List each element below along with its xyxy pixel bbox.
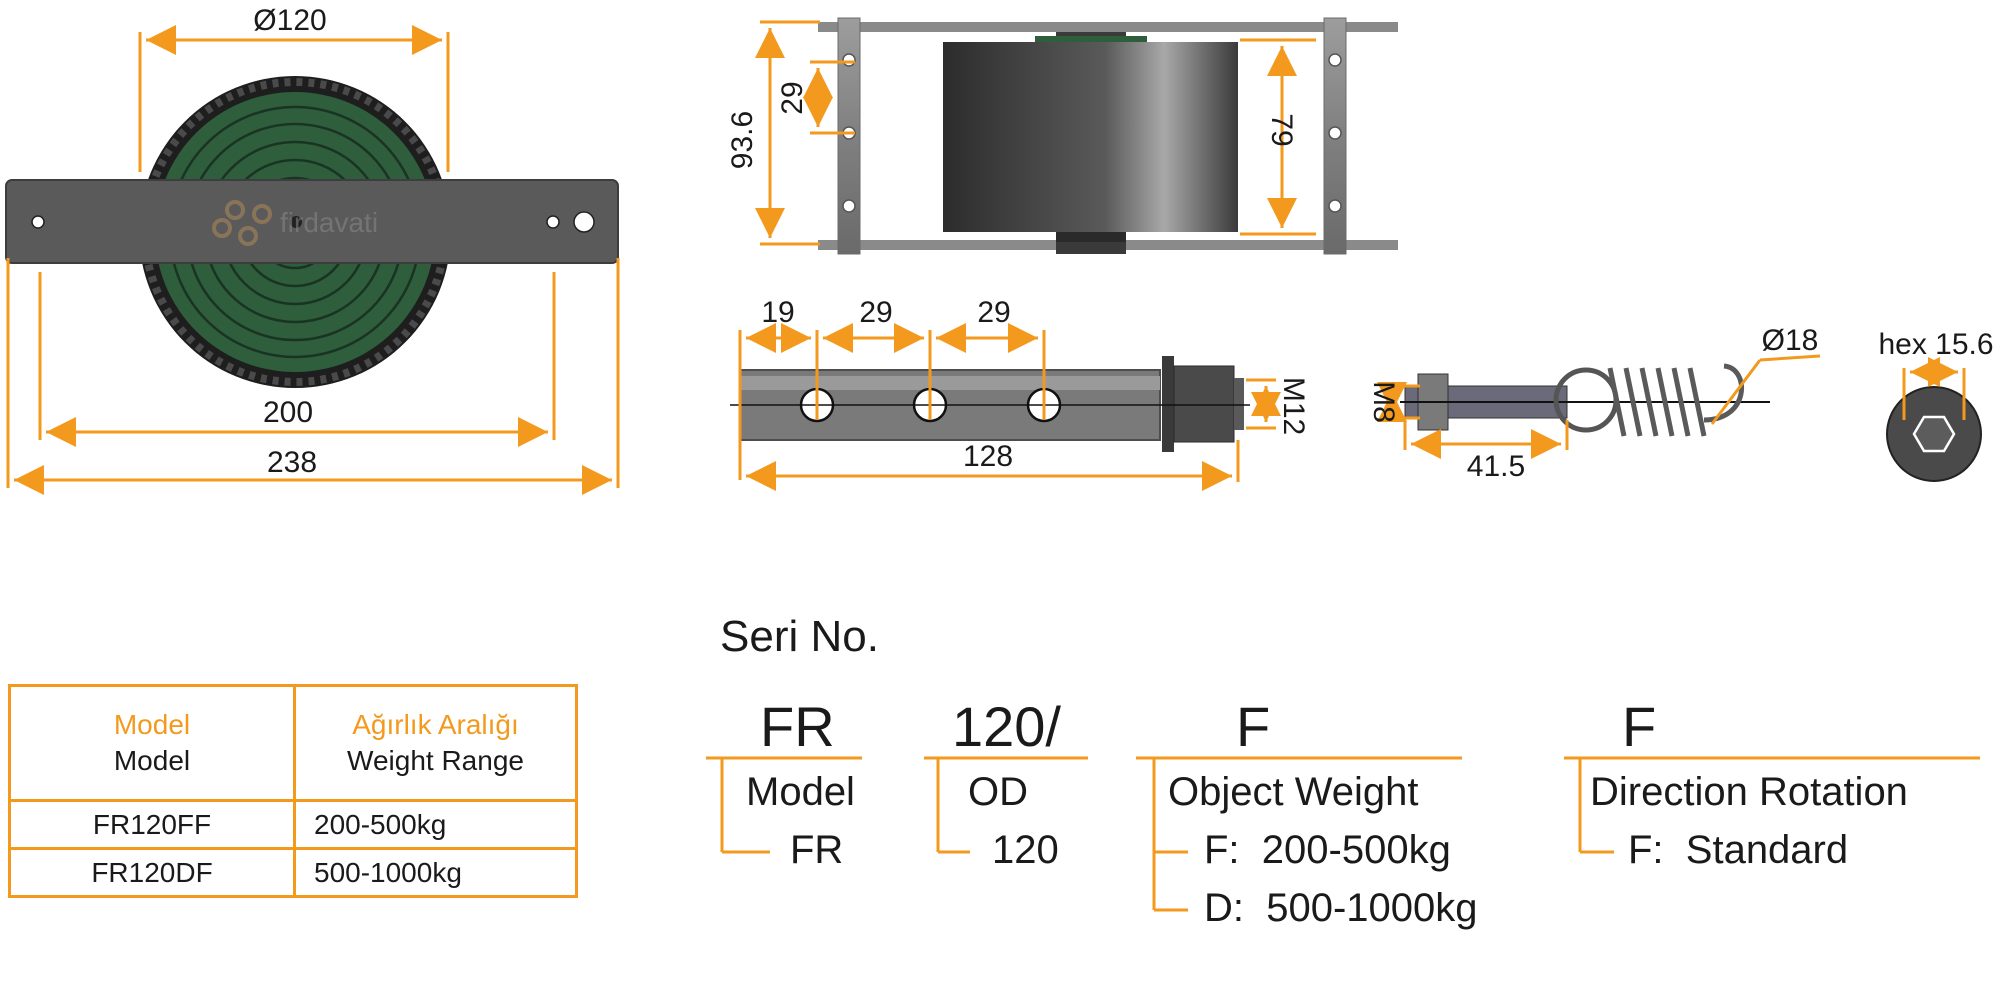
hex-socket — [1912, 415, 1956, 453]
dim-spring-length: 41.5 — [1467, 450, 1525, 483]
roller-collar — [1056, 232, 1126, 242]
series-code-od: 120/ — [952, 695, 1061, 758]
series-value-weight-d: D: 500-1000kg — [1204, 886, 1478, 930]
bolt-collar — [1162, 356, 1174, 452]
series-code-model: FR — [760, 695, 835, 758]
dim-spring-diameter: Ø18 — [1762, 324, 1819, 357]
dim-wheel-width: 79 — [1265, 113, 1298, 146]
header-weight-tr: Ağırlık Aralığı — [352, 709, 519, 740]
bolt-view: 19 29 29 128 M12 — [730, 296, 1310, 491]
front-dims — [6, 25, 620, 495]
bolt-head — [1173, 365, 1235, 443]
header-model: Model Model — [8, 684, 296, 802]
top-dims — [755, 20, 1316, 246]
table-row: FR120DF 500-1000kg — [8, 847, 578, 898]
spring-coils — [1607, 367, 1707, 437]
roller — [943, 42, 1238, 232]
top-view: 93.6 29 79 — [726, 17, 1398, 255]
dim-bolt-29a: 29 — [859, 296, 892, 329]
table-row: FR120FF 200-500kg — [8, 799, 578, 850]
series-value-weight-f: F: 200-500kg — [1204, 828, 1451, 872]
dim-bolt-length: 128 — [963, 440, 1013, 473]
cell-model: FR120FF — [8, 799, 296, 850]
dim-hole-pitch: 29 — [776, 81, 809, 114]
top-rail — [818, 22, 1398, 32]
mounting-plate — [5, 179, 619, 264]
watermark-logo: firdavati — [212, 200, 378, 246]
dim-bolt-29b: 29 — [977, 296, 1010, 329]
series-value-od: 120 — [992, 828, 1059, 872]
series-code-weight: F — [1236, 695, 1271, 758]
series-label-model: Model — [746, 770, 855, 814]
svg-text:firdavati: firdavati — [280, 207, 378, 238]
dim-total-width: 238 — [267, 446, 317, 479]
front-view: firdavati Ø120 200 238 — [5, 4, 620, 495]
series-brackets — [706, 756, 1980, 912]
dim-hex: hex 15.6 — [1878, 328, 1993, 361]
series-label-direction: Direction Rotation — [1590, 770, 1908, 814]
plate-hole — [31, 215, 45, 229]
cell-weight: 500-1000kg — [293, 847, 578, 898]
series-code-direction: F — [1622, 695, 1657, 758]
header-weight-en: Weight Range — [347, 745, 524, 776]
plate-hole — [290, 216, 302, 228]
cell-model: FR120DF — [8, 847, 296, 898]
cell-weight: 200-500kg — [293, 799, 578, 850]
hex-view: hex 15.6 — [1878, 328, 1994, 482]
header-model-tr: Model — [113, 709, 191, 740]
plate-hole-large — [573, 211, 595, 233]
series-label-weight: Object Weight — [1168, 770, 1419, 814]
dim-spring-thread: M8 — [1367, 381, 1400, 423]
dim-height: 93.6 — [726, 111, 759, 169]
hex-dims — [1902, 357, 1966, 420]
dim-bolt-19: 19 — [761, 296, 794, 329]
series-value-direction: F: Standard — [1628, 828, 1849, 872]
dim-diameter: Ø120 — [253, 4, 326, 37]
series-title: Seri No. — [720, 612, 879, 661]
spring-dims — [1377, 354, 1821, 459]
spring-view: M8 41.5 Ø18 — [1367, 324, 1821, 483]
dim-bolt-thread: M12 — [1277, 377, 1310, 435]
series-label-od: OD — [968, 770, 1028, 814]
bolt-dims — [738, 323, 1281, 491]
header-weight: Ağırlık Aralığı Weight Range — [293, 684, 578, 802]
spec-table: Model Model Ağırlık Aralığı Weight Range… — [8, 684, 578, 898]
dim-inner-width: 200 — [263, 396, 313, 429]
green-hub — [1035, 36, 1147, 46]
plate-hole — [546, 215, 560, 229]
series-value-model: FR — [790, 828, 844, 872]
spec-table-header: Model Model Ağırlık Aralığı Weight Range — [8, 684, 578, 802]
header-model-en: Model — [113, 745, 191, 776]
